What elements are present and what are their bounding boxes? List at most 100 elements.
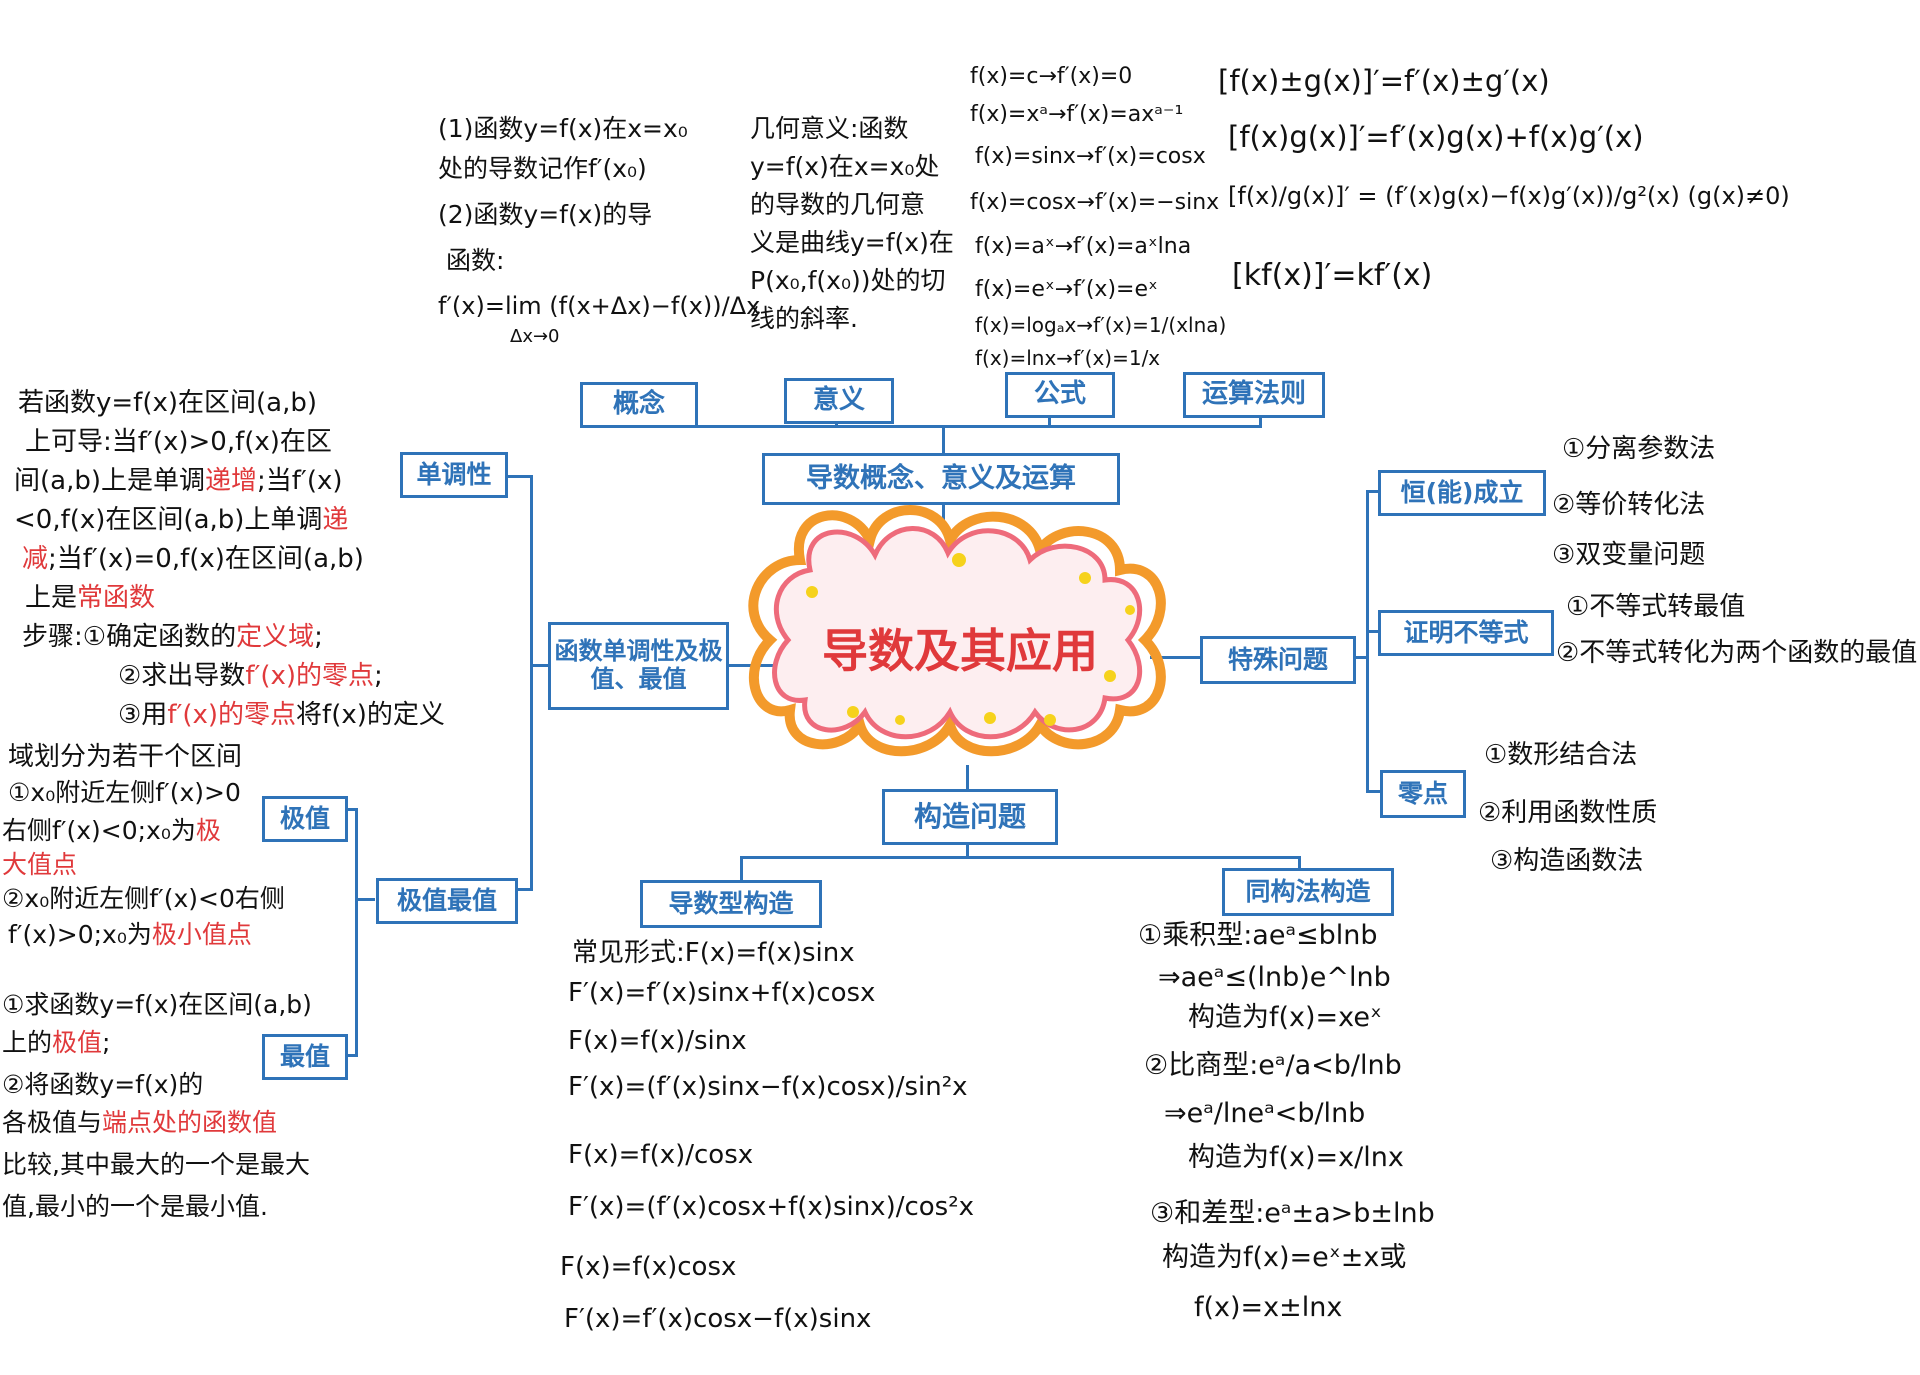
maxmin-line: 上的极值; bbox=[2, 1028, 111, 1057]
meaning-line: 的导数的几何意 bbox=[750, 190, 926, 219]
connector bbox=[612, 425, 1262, 428]
mono-step: ③用f′(x)的零点将f(x)的定义 bbox=[118, 700, 445, 730]
deriv-construct-line: F′(x)=f′(x)sinx+f(x)cosx bbox=[568, 978, 876, 1008]
meaning-line: 线的斜率. bbox=[750, 304, 858, 333]
iso-construct-line: 构造为f(x)=xeˣ bbox=[1188, 1002, 1382, 1033]
formula-line: f(x)=c→f′(x)=0 bbox=[970, 64, 1133, 89]
meaning-line: y=f(x)在x=x₀处 bbox=[750, 152, 940, 181]
deriv-construct-line: F(x)=f(x)cosx bbox=[560, 1252, 737, 1282]
deriv-construct-line: F′(x)=f′(x)cosx−f(x)sinx bbox=[564, 1304, 872, 1334]
connector bbox=[355, 808, 358, 1056]
deriv-construct-line: F(x)=f(x)/cosx bbox=[568, 1140, 754, 1170]
mono-step: 域划分为若干个区间 bbox=[8, 742, 243, 772]
node-extremum-main: 极值最值 bbox=[376, 878, 518, 924]
formula-line: f(x)=aˣ→f′(x)=aˣlna bbox=[975, 234, 1192, 259]
connector bbox=[942, 425, 945, 453]
connector bbox=[1150, 656, 1200, 659]
concept-line: (1)函数y=f(x)在x=x₀ bbox=[438, 114, 688, 143]
concept-line: 处的导数记作f′(x₀) bbox=[438, 154, 647, 183]
iso-construct-line: ③和差型:eᵃ±a>b±lnb bbox=[1150, 1198, 1435, 1229]
node-left-main: 函数单调性及极值、最值 bbox=[548, 622, 729, 710]
iso-construct-line: f(x)=x±lnx bbox=[1194, 1292, 1343, 1323]
connector bbox=[725, 664, 773, 667]
connector bbox=[1350, 656, 1366, 659]
zero-item: ②利用函数性质 bbox=[1478, 798, 1658, 828]
connector bbox=[1366, 790, 1380, 793]
rule-line: [kf(x)]′=kf′(x) bbox=[1232, 258, 1433, 293]
always-item: ②等价转化法 bbox=[1552, 490, 1706, 520]
mono-step: 步骤:①确定函数的定义域; bbox=[22, 622, 323, 652]
maxmin-line: 值,最小的一个是最小值. bbox=[2, 1192, 268, 1221]
node-rules: 运算法则 bbox=[1183, 372, 1325, 418]
formula-line: f(x)=lnx→f′(x)=1/x bbox=[975, 346, 1161, 370]
connector bbox=[530, 475, 533, 890]
maxmin-line: 各极值与端点处的函数值 bbox=[2, 1108, 278, 1137]
deriv-construct-line: 常见形式:F(x)=f(x)sinx bbox=[572, 938, 855, 968]
iso-construct-line: 构造为f(x)=x/lnx bbox=[1188, 1142, 1404, 1173]
extremum-line: 右侧f′(x)<0;x₀为极 bbox=[2, 816, 221, 845]
maxmin-line: ①求函数y=f(x)在区间(a,b) bbox=[2, 990, 312, 1019]
extremum-line: 大值点 bbox=[2, 850, 78, 879]
rule-line: [f(x)±g(x)]′=f′(x)±g′(x) bbox=[1218, 64, 1550, 98]
connector bbox=[740, 856, 1300, 859]
maxmin-line: ②将函数y=f(x)的 bbox=[2, 1070, 204, 1099]
meaning-line: P(x₀,f(x₀))处的切 bbox=[750, 266, 946, 295]
iso-construct-line: ②比商型:eᵃ/a<b/lnb bbox=[1144, 1050, 1402, 1081]
mono-line: 上是常函数 bbox=[25, 583, 156, 613]
connector bbox=[966, 765, 969, 789]
iso-construct-line: ⇒aeᵃ≤(lnb)e^lnb bbox=[1158, 962, 1391, 993]
zero-item: ③构造函数法 bbox=[1490, 846, 1644, 876]
connector bbox=[505, 475, 533, 478]
connector bbox=[1048, 412, 1051, 427]
node-top-main: 导数概念、意义及运算 bbox=[762, 453, 1120, 505]
prove-item: ②不等式转化为两个函数的最值 bbox=[1556, 638, 1918, 668]
connector bbox=[355, 898, 375, 901]
node-formula: 公式 bbox=[1005, 372, 1115, 418]
node-prove-ineq: 证明不等式 bbox=[1378, 610, 1554, 656]
connector bbox=[343, 808, 358, 811]
mono-line: 间(a,b)上是单调递增;当f′(x) bbox=[14, 466, 343, 496]
rule-line: [f(x)/g(x)]′ = (f′(x)g(x)−f(x)g′(x))/g²(… bbox=[1228, 182, 1790, 210]
deriv-construct-line: F′(x)=(f′(x)sinx−f(x)cosx)/sin²x bbox=[568, 1072, 968, 1102]
formula-line: f(x)=cosx→f′(x)=−sinx bbox=[970, 190, 1220, 215]
formula-line: f(x)=sinx→f′(x)=cosx bbox=[975, 144, 1206, 169]
concept-line: (2)函数y=f(x)的导 bbox=[438, 200, 653, 229]
connector bbox=[1259, 412, 1262, 427]
connector bbox=[1366, 490, 1378, 493]
center-title: 导数及其应用 bbox=[822, 624, 1098, 678]
node-isomorphic-construct: 同构法构造 bbox=[1222, 868, 1394, 916]
node-bottom-main: 构造问题 bbox=[882, 789, 1058, 845]
node-maxmin: 最值 bbox=[262, 1034, 348, 1080]
connector bbox=[530, 664, 550, 667]
node-meaning: 意义 bbox=[784, 378, 894, 424]
formula-line: f(x)=logₐx→f′(x)=1/(xlna) bbox=[975, 313, 1227, 337]
mono-step: ②求出导数f′(x)的零点; bbox=[118, 661, 383, 691]
formula-line: f(x)=xᵃ→f′(x)=axᵃ⁻¹ bbox=[970, 102, 1184, 127]
mono-line: 上可导:当f′(x)>0,f(x)在区 bbox=[25, 427, 332, 457]
node-concept: 概念 bbox=[580, 382, 698, 428]
always-item: ①分离参数法 bbox=[1562, 434, 1716, 464]
derivative-definition: f′(x)=lim (f(x+Δx)−f(x))/Δx bbox=[438, 292, 761, 320]
connector bbox=[966, 842, 969, 858]
concept-line: 函数: bbox=[446, 246, 505, 275]
node-extremum: 极值 bbox=[262, 796, 348, 842]
maxmin-line: 比较,其中最大的一个是最大 bbox=[2, 1150, 310, 1179]
zero-item: ①数形结合法 bbox=[1484, 740, 1638, 770]
iso-construct-line: 构造为f(x)=eˣ±x或 bbox=[1162, 1242, 1407, 1273]
node-derivative-construct: 导数型构造 bbox=[640, 880, 822, 928]
connector bbox=[1298, 856, 1301, 870]
connector bbox=[343, 1054, 358, 1057]
extremum-line: ②x₀附近左侧f′(x)<0右侧 bbox=[2, 884, 285, 913]
connector bbox=[1366, 490, 1369, 792]
connector bbox=[740, 856, 743, 880]
iso-construct-line: ①乘积型:aeᵃ≤blnb bbox=[1138, 920, 1378, 951]
deriv-construct-line: F′(x)=(f′(x)cosx+f(x)sinx)/cos²x bbox=[568, 1192, 975, 1222]
node-always-hold: 恒(能)成立 bbox=[1378, 470, 1546, 516]
mono-line: 减;当f′(x)=0,f(x)在区间(a,b) bbox=[22, 544, 364, 574]
meaning-line: 义是曲线y=f(x)在 bbox=[750, 228, 954, 257]
extremum-line: f′(x)>0;x₀为极小值点 bbox=[8, 920, 252, 949]
mono-line: <0,f(x)在区间(a,b)上单调递 bbox=[14, 505, 349, 535]
mono-line: 若函数y=f(x)在区间(a,b) bbox=[18, 388, 317, 418]
formula-line: f(x)=eˣ→f′(x)=eˣ bbox=[975, 277, 1158, 302]
extremum-line: ①x₀附近左侧f′(x)>0 bbox=[8, 778, 241, 807]
